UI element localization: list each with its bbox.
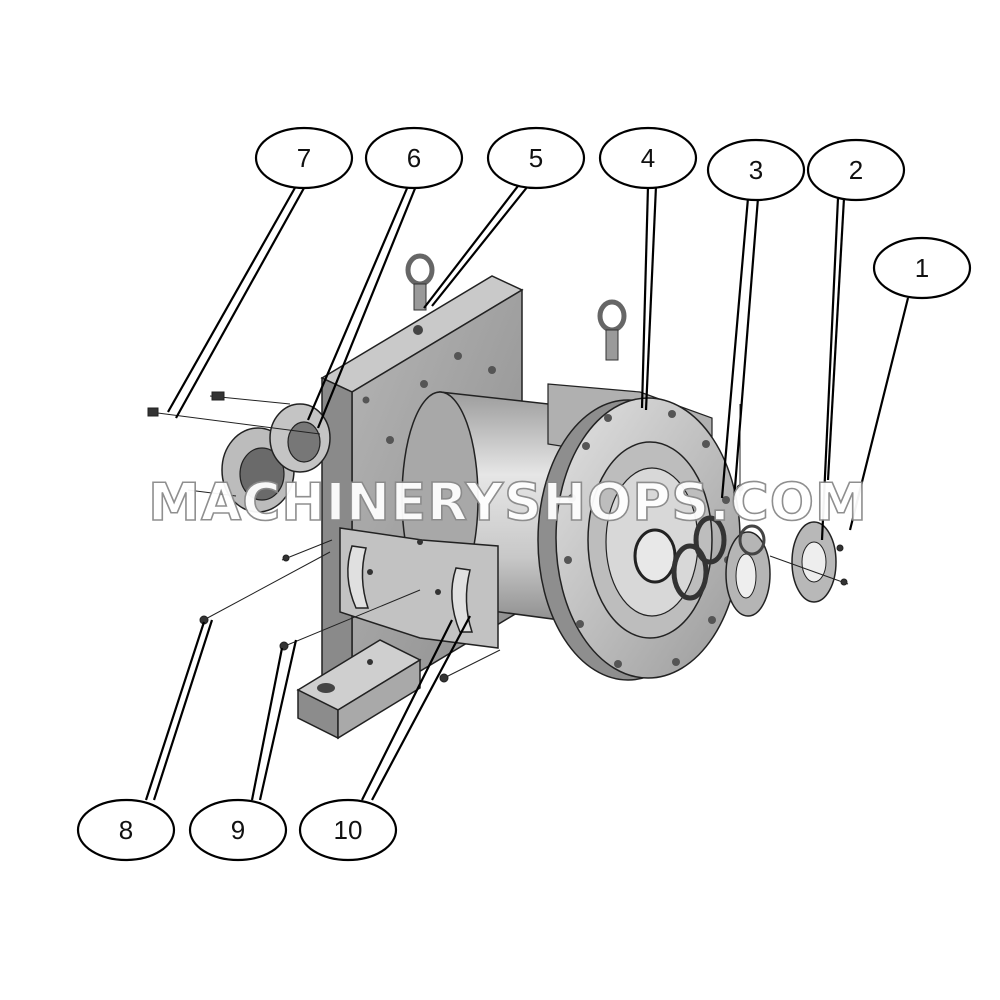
callout-10: 10 [298,798,398,862]
callout-4: 4 [598,126,698,190]
seal-ring-3 [671,515,727,601]
callout-1: 1 [872,236,972,300]
callout-label: 10 [334,815,363,845]
callout-9: 9 [188,798,288,862]
callout-7: 7 [254,126,354,190]
callout-label: 6 [407,143,421,173]
callout-8: 8 [76,798,176,862]
callout-label: 9 [231,815,245,845]
callout-label: 4 [641,143,655,173]
rear-nut-assembly [221,403,331,513]
callout-3: 3 [706,138,806,202]
front-mount-plate [339,527,499,665]
callout-6: 6 [364,126,464,190]
eye-bolt-left [405,253,435,311]
front-flange [537,397,741,681]
callout-label: 8 [119,815,133,845]
leader-lines [144,185,910,801]
callout-5: 5 [486,126,586,190]
callout-label: 3 [749,155,763,185]
callout-label: 1 [915,253,929,283]
callout-2: 2 [806,138,906,202]
callout-label: 7 [297,143,311,173]
eye-bolt-right [597,299,627,361]
cover-plate-1 [791,521,837,603]
end-cap-2 [725,524,771,617]
base-foot [296,639,422,740]
watermark: MACHINERYSHOPS.COM [148,473,868,533]
callout-label: 2 [849,155,863,185]
callout-label: 5 [529,143,543,173]
